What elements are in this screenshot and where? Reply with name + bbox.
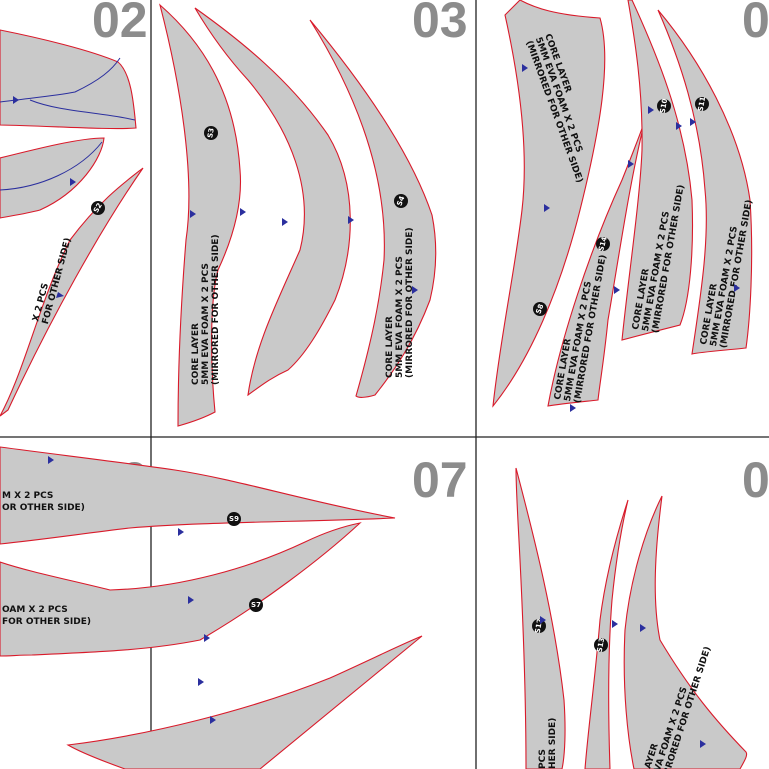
piece-s13-badge: S13 <box>594 637 608 653</box>
piece-s7: OAM X 2 PCS FOR OTHER SIDE) S7 <box>0 522 362 657</box>
piece-top-left-small <box>0 137 105 219</box>
page-number-04: 04 <box>742 0 769 48</box>
svg-text:S2: S2 <box>92 202 104 215</box>
piece-s10-badge: S10 <box>657 98 671 114</box>
piece-s3: S3 CORE LAYER 5MM EVA FOAM X 2 PCS (MIRR… <box>159 3 351 427</box>
piece-s4-label: CORE LAYER 5MM EVA FOAM X 2 PCS (MIRRORE… <box>385 227 415 378</box>
piece-s8-badge: S8 <box>533 302 547 316</box>
piece-top-left-large <box>0 29 137 130</box>
svg-text:S7: S7 <box>251 601 261 609</box>
page-number-07: 07 <box>412 452 468 508</box>
svg-text:S4: S4 <box>396 195 407 207</box>
piece-s9-badge: S9 <box>227 512 241 526</box>
piece-s9: M X 2 PCS OR OTHER SIDE) S9 <box>0 446 396 545</box>
piece-s2-badge: S2 <box>91 201 105 215</box>
piece-s3-badge: S3 <box>204 126 218 140</box>
piece-s7-badge: S7 <box>249 598 263 612</box>
svg-text:S9: S9 <box>229 515 239 523</box>
svg-text:S12: S12 <box>534 618 544 634</box>
page-number-02: 02 <box>92 0 148 48</box>
piece-s3-label: CORE LAYER 5MM EVA FOAM X 2 PCS (MIRRORE… <box>191 234 221 385</box>
piece-left-mid-label: OAM X 2 PCS FOR OTHER SIDE) <box>2 605 91 627</box>
piece-s12-badge: S12 <box>532 618 546 634</box>
piece-bottom-wedge <box>66 635 423 769</box>
svg-text:S3: S3 <box>206 127 216 138</box>
piece-s11-badge: S11 <box>695 96 709 112</box>
piece-left-top-label: M X 2 PCS OR OTHER SIDE) <box>2 491 85 513</box>
piece-s10: S10 CORE LAYER 5MM EVA FOAM X 2 PCS (MIR… <box>621 0 694 341</box>
piece-s4-badge: S4 <box>394 194 408 208</box>
piece-s4: S4 CORE LAYER 5MM EVA FOAM X 2 PCS (MIRR… <box>309 19 437 398</box>
svg-text:S11: S11 <box>697 96 707 112</box>
piece-s8: S8 CORE LAYER 5MM EVA FOAM X 2 PCS (MIRR… <box>492 0 606 408</box>
piece-s12-label: PCS HER SIDE) <box>538 718 558 769</box>
svg-text:S10: S10 <box>659 98 669 114</box>
svg-text:S14: S14 <box>597 236 609 252</box>
alignment-notches <box>13 64 740 748</box>
svg-text:S8: S8 <box>535 303 546 315</box>
piece-s14-badge: S14 <box>596 236 610 252</box>
svg-text:S13: S13 <box>596 637 606 653</box>
piece-s13: S13 AYER VA FOAM X 2 PCS RRORED FOR OTHE… <box>584 495 748 769</box>
page-number-08: 08 <box>742 452 769 508</box>
page-number-03: 03 <box>412 0 468 48</box>
